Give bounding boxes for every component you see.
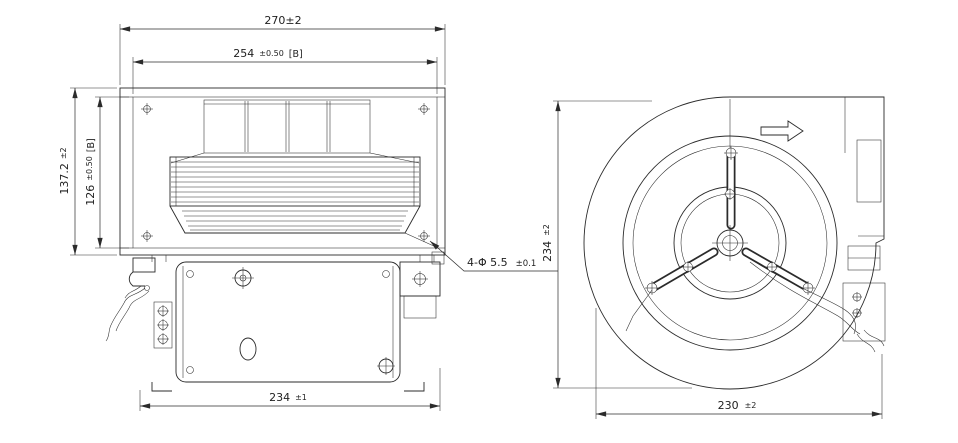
motor-assembly	[105, 251, 445, 392]
dim-side-width: 230±2	[595, 308, 883, 419]
mounting-hole-top-left	[141, 103, 153, 115]
dim-overall-height-label: 137.2±2	[58, 147, 71, 194]
scroll-housing	[583, 96, 885, 390]
motor-cables	[745, 255, 885, 353]
dim-inner-height-label: 126±0.50[B]	[84, 138, 97, 205]
dim-base-width-label: 234±1	[269, 391, 307, 404]
left-bracket	[128, 257, 156, 291]
mounting-hole-top-right	[418, 103, 430, 115]
hole-callout: 4-Φ 5.5±0.1	[429, 240, 558, 272]
dim-inner-width-label: 254±0.50[B]	[233, 47, 302, 60]
mounting-hole-bottom-right	[418, 230, 430, 242]
dim-inner-width: 254±0.50[B]	[132, 47, 438, 94]
dim-side-height: 234±2	[541, 100, 692, 389]
airflow-arrow-icon	[760, 120, 804, 142]
dim-side-height-label: 234±2	[541, 224, 554, 262]
dim-overall-height: 137.2±2	[58, 87, 117, 256]
right-bracket	[399, 251, 445, 319]
terminal-block	[153, 301, 173, 349]
dim-inner-height: 126±0.50[B]	[84, 96, 129, 249]
dim-overall-width-label: 270±2	[264, 14, 301, 27]
mounting-feet	[151, 382, 425, 392]
hub-spider	[625, 99, 815, 332]
motor-box	[175, 261, 401, 383]
crossflow-impeller	[169, 156, 437, 248]
dim-overall-width: 270±2	[119, 14, 446, 85]
mounting-holes	[141, 103, 430, 242]
motor-box-screws	[186, 267, 395, 375]
mounting-hole-bottom-left	[141, 230, 153, 242]
outlet-flange-detail	[856, 139, 882, 203]
spider-arm-tail	[625, 289, 653, 332]
impeller-lower-hatch	[182, 210, 408, 231]
hub-center	[712, 225, 748, 261]
dim-side-width-label: 230±2	[718, 399, 757, 412]
dim-base-width: 234±1	[139, 368, 441, 411]
spider-screws	[645, 146, 815, 295]
hole-callout-label: 4-Φ 5.5±0.1	[467, 256, 536, 269]
front-view: 270±2 254±0.50[B] 137.2±2 126±0.50[B]	[58, 14, 558, 411]
outlet-grille	[170, 99, 420, 164]
impeller-blade-hatch	[171, 161, 419, 203]
power-wires	[105, 285, 150, 342]
side-view: 234±2 230±2	[541, 96, 886, 419]
